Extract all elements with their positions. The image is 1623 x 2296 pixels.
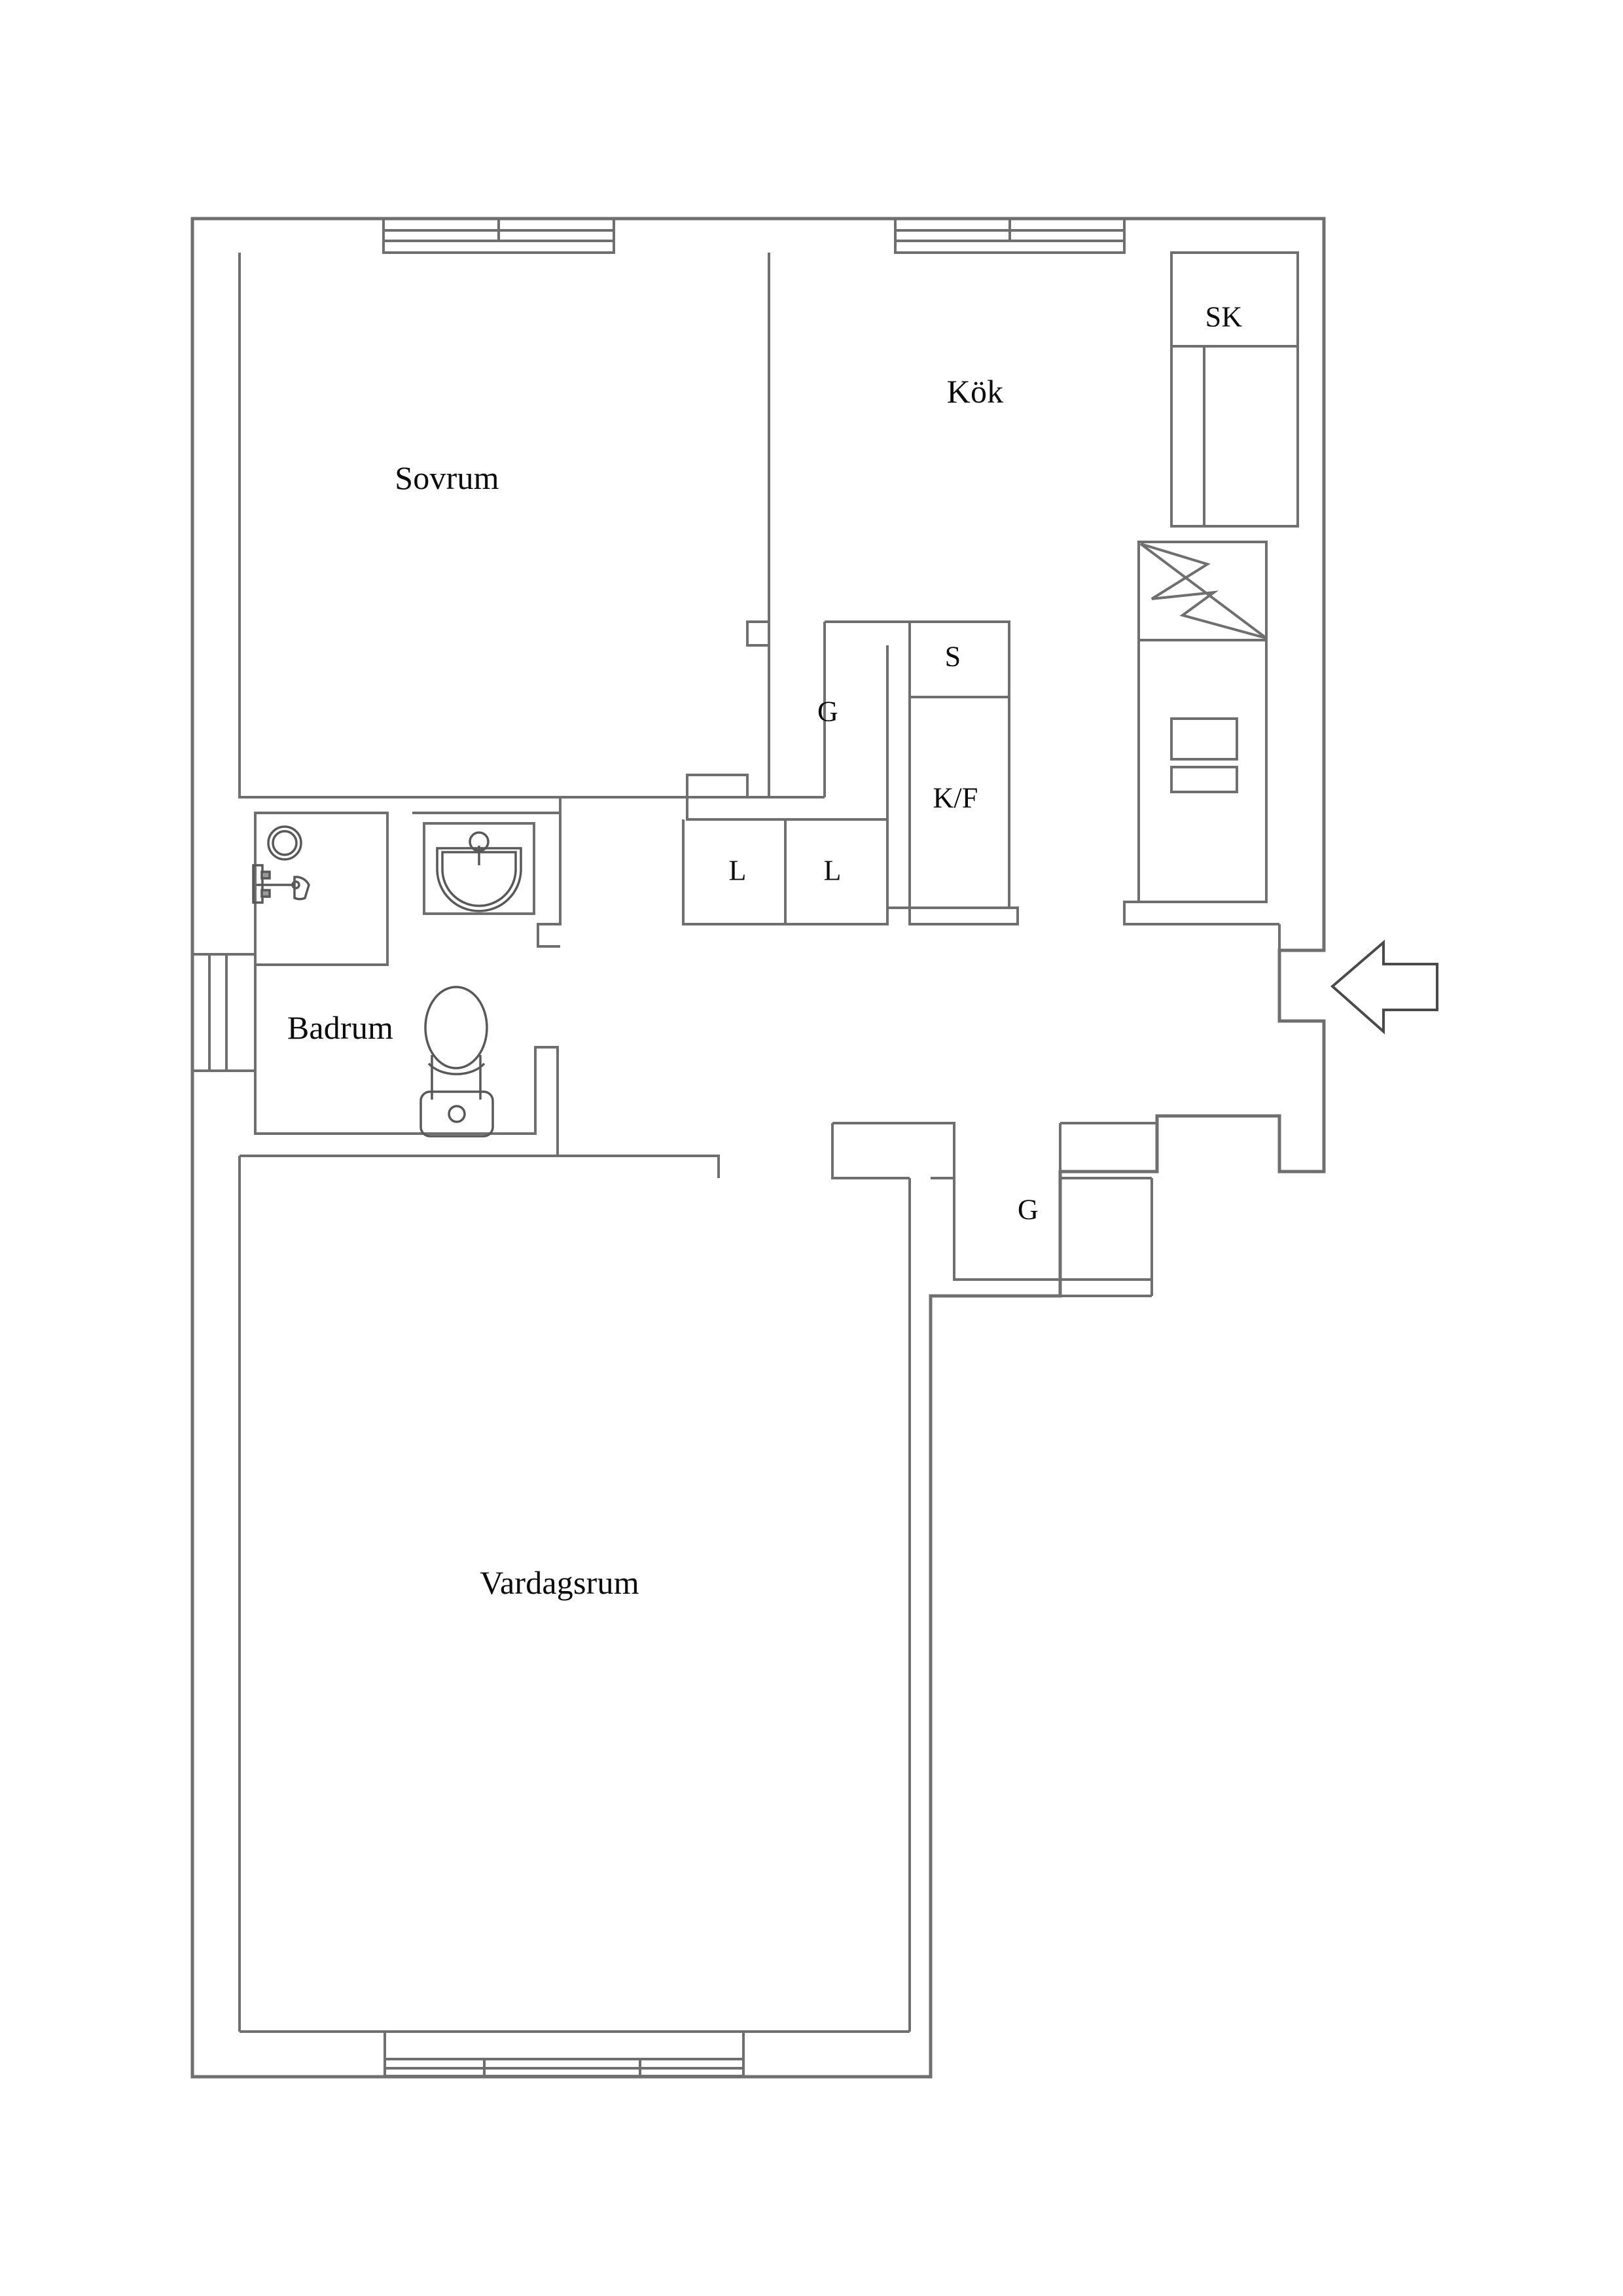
room-label-l-right: L <box>823 854 842 887</box>
room-label-g-upper: G <box>817 695 838 728</box>
entrance-arrow[interactable] <box>1330 939 1438 1035</box>
room-label-sk: SK <box>1205 300 1243 333</box>
room-label-badrum: Badrum <box>287 1009 394 1046</box>
room-label-g-lower: G <box>1018 1193 1039 1226</box>
washbasin <box>436 831 522 912</box>
room-label-kok: Kök <box>946 373 1004 410</box>
toilet <box>419 986 494 1138</box>
room-label-l-left: L <box>728 854 747 887</box>
room-label-vardagsrum: Vardagsrum <box>480 1564 639 1601</box>
room-label-s: S <box>944 640 961 673</box>
window-kitchen <box>894 217 1126 254</box>
window-livingroom <box>383 2030 745 2077</box>
window-bathroom <box>191 953 257 1072</box>
floor-drain <box>267 825 302 861</box>
shower-mixer <box>252 864 310 904</box>
interior-walls <box>238 251 1299 2033</box>
room-label-kf: K/F <box>933 781 978 814</box>
window-bedroom <box>382 217 615 254</box>
room-label-sovrum: Sovrum <box>395 459 499 496</box>
outer-walls <box>190 217 1326 2079</box>
